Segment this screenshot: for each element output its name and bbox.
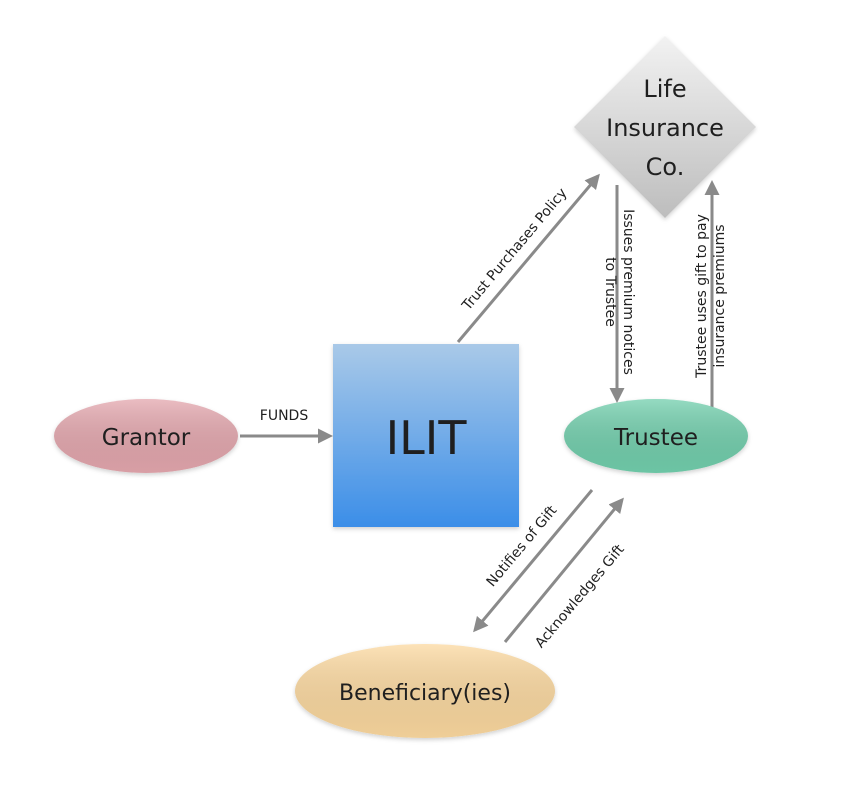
notices-label-line1: Issues premium notices [620, 209, 636, 375]
premiums-label-line1: Trustee uses gift to pay [694, 214, 710, 379]
beneficiary-label: Beneficiary(ies) [339, 681, 511, 706]
premiums-label-line2: insurance premiums [712, 224, 728, 367]
beneficiary-node: Beneficiary(ies) [295, 644, 555, 738]
insurance-label-line2: Insurance [606, 114, 724, 142]
notifies-arrow [473, 489, 594, 633]
notices-label-line2: to Trustee [602, 257, 618, 327]
ilit-label: ILIT [386, 411, 468, 465]
funds-label: FUNDS [260, 408, 309, 424]
ilit-node: ILIT [333, 344, 519, 527]
acknowledges-arrow [503, 497, 624, 643]
insurance-node: Life Insurance Co. [574, 36, 756, 218]
grantor-node: Grantor [54, 399, 238, 473]
trustee-node: Trustee [564, 399, 748, 473]
trustee-label: Trustee [613, 425, 698, 451]
purchase-arrow [456, 173, 600, 343]
purchase-label: Trust Purchases Policy [459, 185, 571, 314]
insurance-label-line1: Life [643, 75, 686, 103]
insurance-label-line3: Co. [646, 153, 685, 181]
grantor-label: Grantor [102, 425, 191, 451]
acknowledges-label: Acknowledges Gift [532, 541, 628, 651]
